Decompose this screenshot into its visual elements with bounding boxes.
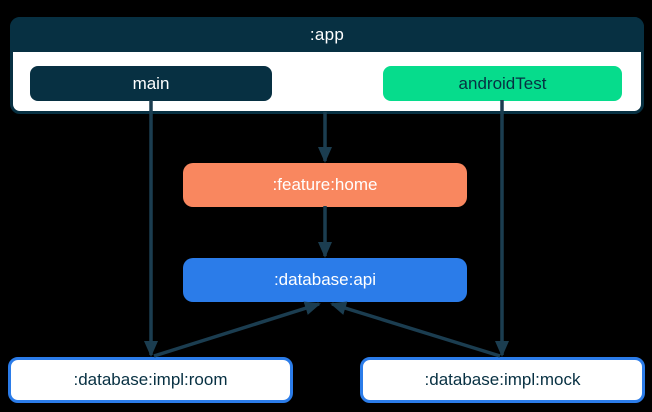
- sourceset-androidtest: androidTest: [383, 66, 622, 101]
- module-database-api: :database:api: [183, 258, 467, 302]
- module-database-api-label: :database:api: [273, 270, 377, 289]
- module-database-impl-mock: :database:impl:mock: [360, 357, 645, 403]
- app-module-header: :app: [10, 17, 644, 52]
- sourceset-androidtest-label: androidTest: [458, 73, 547, 93]
- module-feature-home-label: :feature:home: [272, 175, 378, 194]
- sourceset-main: main: [30, 66, 272, 101]
- module-database-impl-mock-label: :database:impl:mock: [424, 370, 581, 389]
- module-feature-home: :feature:home: [183, 163, 467, 207]
- module-database-impl-room-label: :database:impl:room: [73, 370, 228, 389]
- sourceset-main-label: main: [132, 73, 170, 93]
- module-database-impl-room: :database:impl:room: [8, 357, 293, 403]
- edge-database-impl-mock-to-database-api: [330, 301, 501, 358]
- app-module-label: :app: [309, 24, 345, 44]
- edge-database-impl-room-to-database-api: [153, 301, 321, 358]
